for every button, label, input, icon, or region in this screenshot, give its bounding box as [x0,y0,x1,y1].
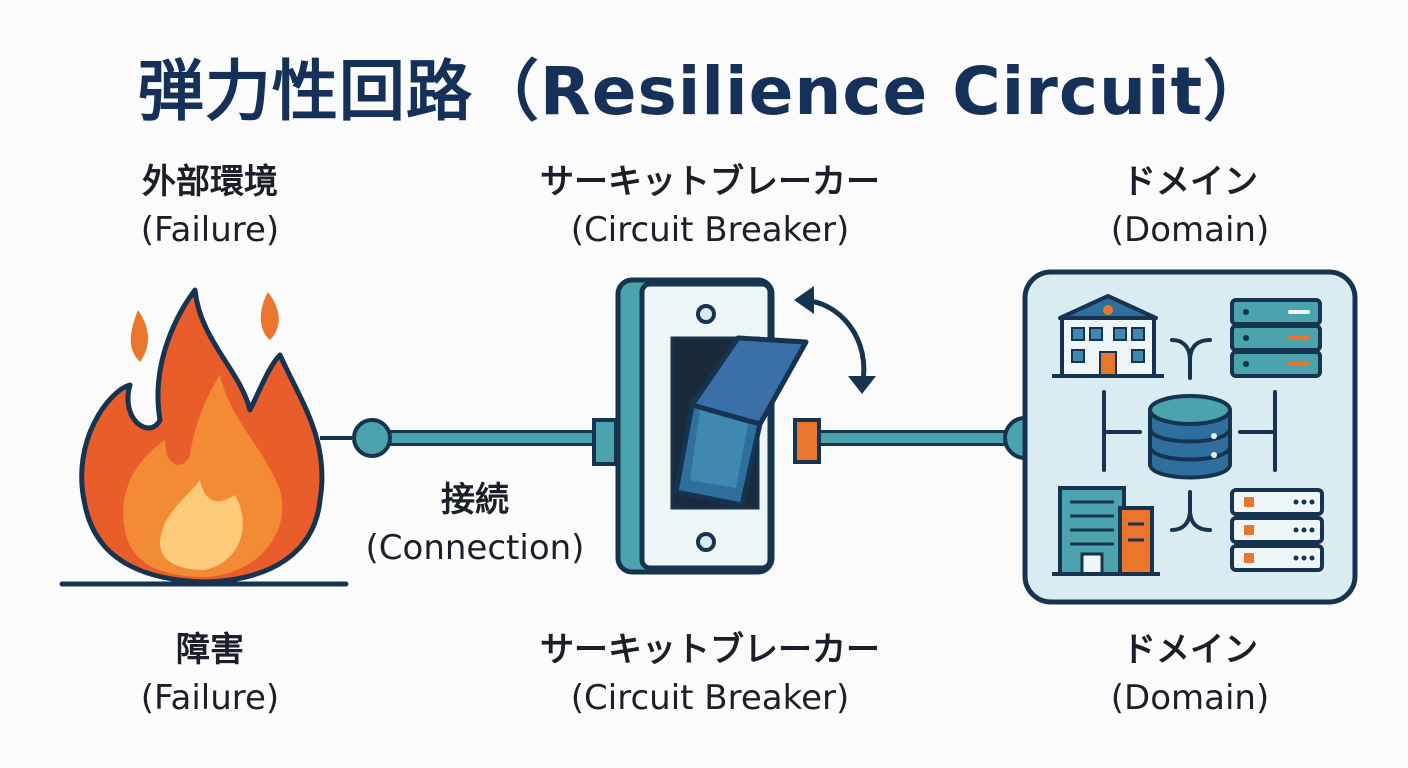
label-domain-bottom-jp: ドメイン [1122,630,1258,670]
label-circuit-breaker-top: サーキットブレーカー (Circuit Breaker) [470,158,950,254]
circuit-breaker-switch-icon [592,277,821,575]
office-tower-icon [1052,486,1160,576]
toggle-arrow-icon [794,286,876,394]
diagram-title: 弾力性回路（Resilience Circuit） [137,53,1271,130]
label-circuit-breaker-top-en: (Circuit Breaker) [570,210,850,250]
label-connection-jp: 接続 [441,480,509,520]
label-external-environment-en: (Failure) [140,210,280,250]
label-circuit-breaker-top-jp: サーキットブレーカー [540,162,880,202]
label-failure-bottom-jp: 障害 [176,630,244,670]
building-icon [1052,294,1164,378]
label-external-environment: 外部環境 (Failure) [80,158,340,254]
server-rack-icon [1230,298,1322,378]
label-failure-bottom-en: (Failure) [140,678,280,718]
label-domain-top-jp: ドメイン [1122,162,1258,202]
label-circuit-breaker-bottom-en: (Circuit Breaker) [570,678,850,718]
label-circuit-breaker-bottom: サーキットブレーカー (Circuit Breaker) [470,626,950,722]
fire-icon [59,287,349,587]
label-domain-bottom: ドメイン (Domain) [1060,626,1320,722]
server-rack-icon-2 [1230,488,1324,572]
domain-panel [1022,269,1358,605]
label-connection: 接続 (Connection) [340,476,610,572]
wire-node-left [352,418,392,458]
label-circuit-breaker-bottom-jp: サーキットブレーカー [540,630,880,670]
label-external-environment-jp: 外部環境 [142,162,278,202]
label-domain-bottom-en: (Domain) [1110,678,1270,718]
label-connection-en: (Connection) [365,528,585,568]
database-icon [1148,394,1232,480]
label-domain-top: ドメイン (Domain) [1060,158,1320,254]
label-domain-top-en: (Domain) [1110,210,1270,250]
label-failure-bottom: 障害 (Failure) [80,626,340,722]
